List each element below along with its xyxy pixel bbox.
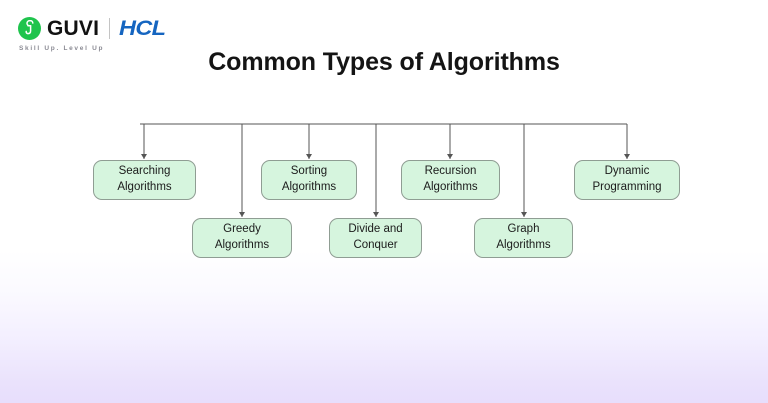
logo-divider [109, 17, 111, 39]
node-label-line2: Programming [592, 181, 662, 193]
guvi-logo-icon [18, 16, 41, 40]
node-label-line1: Graph [507, 223, 540, 236]
node-label-line2: Algorithms [496, 239, 551, 251]
logo-row: GUVI HCL [18, 14, 166, 42]
node-label-line1: Dynamic [604, 165, 650, 178]
node-label-line1: Greedy [223, 223, 261, 236]
node-label-line2: Algorithms [117, 181, 172, 193]
brand-logo-bar: GUVI HCL Skill Up. Level Up [18, 14, 166, 52]
node-label-line2: Algorithms [423, 181, 478, 193]
node-label-line1: Sorting [290, 165, 328, 178]
hcl-wordmark: HCL [119, 16, 166, 40]
node-label-line2: Conquer [353, 239, 398, 251]
guvi-wordmark: GUVI [47, 16, 100, 40]
node-label-line1: Recursion [424, 165, 477, 178]
guvi-tagline: Skill Up. Level Up [19, 45, 105, 52]
node-label-line1: Searching [118, 165, 171, 178]
page-title: Common Types of Algorithms [208, 48, 560, 76]
node-label-line2: Algorithms [214, 239, 270, 251]
node-label-line2: Algorithms [281, 181, 337, 193]
node-label-line1: Divide and [348, 223, 403, 236]
